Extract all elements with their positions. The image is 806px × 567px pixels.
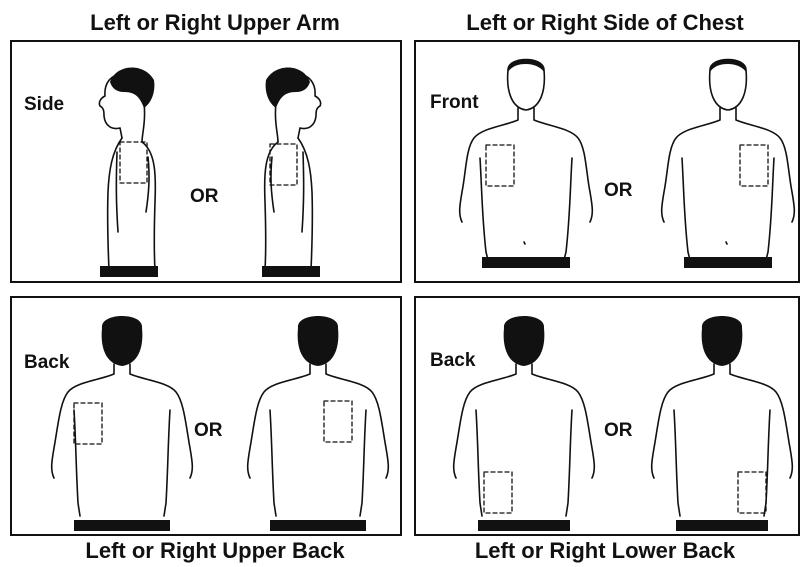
lower-back-illustration: [416, 298, 802, 538]
side-figure-right-waistband: [262, 266, 320, 277]
back-figure-left: [454, 364, 595, 516]
side-figure-right-hair: [266, 67, 310, 108]
caption-lower-back: Left or Right Lower Back: [410, 538, 800, 564]
caption-upper-arm: Left or Right Upper Arm: [20, 10, 410, 36]
upper-arm-illustration: [12, 42, 404, 285]
caption-upper-back: Left or Right Upper Back: [20, 538, 410, 564]
back-figure-left: [52, 364, 193, 516]
front-figure-right-hair: [710, 59, 746, 72]
panel-lower-back: Back OR: [414, 296, 800, 536]
back-figure-right-head: [702, 316, 743, 366]
back-figure-right-waistband: [270, 520, 366, 531]
side-figure-left-hair: [110, 67, 154, 108]
patch-area-upper-back-right: [324, 401, 352, 442]
panel-upper-back: Back OR: [10, 296, 402, 536]
back-figure-right-waistband: [676, 520, 768, 531]
caption-chest: Left or Right Side of Chest: [410, 10, 800, 36]
patch-area-upper-back-left: [74, 403, 102, 444]
patch-area-lower-back-left: [484, 472, 512, 513]
side-figure-left-waistband: [100, 266, 158, 277]
back-figure-right: [652, 364, 793, 516]
back-figure-left-head: [504, 316, 545, 366]
front-figure-left: [460, 60, 593, 261]
back-figure-left-head: [102, 316, 143, 366]
panel-chest: Front OR: [414, 40, 800, 283]
patch-area-lower-back-right: [738, 472, 766, 513]
patch-area-chest-left: [486, 145, 514, 186]
front-figure-left-waistband: [482, 257, 570, 268]
back-figure-right-head: [298, 316, 339, 366]
front-figure-left-hair: [508, 59, 544, 72]
patch-area-upper-arm-right: [270, 144, 297, 185]
chest-illustration: [416, 42, 802, 285]
back-figure-left-waistband: [478, 520, 570, 531]
front-figure-right: [662, 60, 795, 261]
front-figure-right-waistband: [684, 257, 772, 268]
upper-back-illustration: [12, 298, 404, 538]
patch-area-upper-arm-left: [120, 142, 147, 183]
patch-area-chest-right: [740, 145, 768, 186]
back-figure-left-waistband: [74, 520, 170, 531]
back-figure-right: [248, 364, 389, 516]
panel-upper-arm: Side OR: [10, 40, 402, 283]
